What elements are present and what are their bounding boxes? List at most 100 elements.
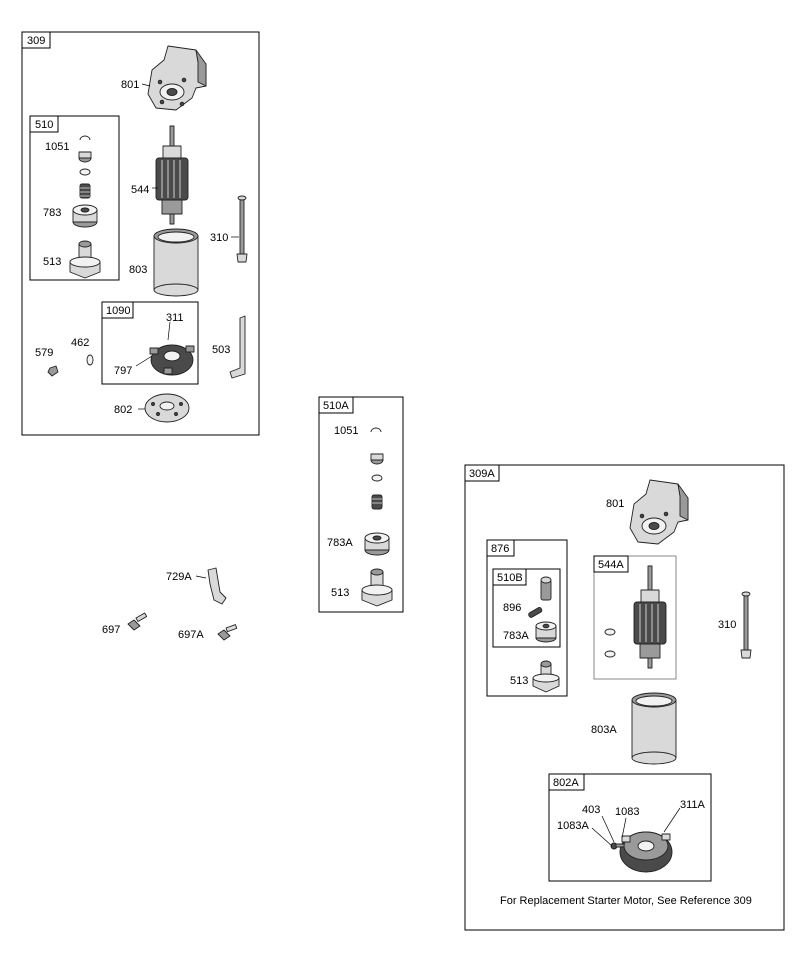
part-thrust-washer[interactable] [604, 650, 616, 658]
box-309-tag [21, 31, 51, 49]
box-309A-tag [464, 464, 500, 482]
box-510-tag [29, 115, 59, 133]
box-510B-tag [492, 568, 527, 586]
part-803-motor-housing[interactable] [153, 228, 199, 297]
leader-1083A [591, 827, 613, 847]
group-loose-parts: 729A 697 697A [102, 567, 238, 641]
label-803A: 803A [591, 724, 617, 736]
part-803A-motor-housing[interactable] [631, 692, 677, 765]
label-801: 801 [121, 79, 139, 91]
label-311A: 311A [680, 799, 706, 811]
box-802A-tag-label: 802A [553, 777, 579, 789]
part-armature[interactable] [633, 565, 667, 669]
label-503: 503 [212, 344, 230, 356]
box-510A-tag [318, 396, 354, 414]
label-783A: 783A [503, 630, 529, 642]
box-309A-tag-label: 309A [469, 468, 495, 480]
label-797: 797 [114, 365, 132, 377]
label-1051: 1051 [45, 141, 69, 153]
label-513: 513 [510, 675, 528, 687]
label-697A: 697A [178, 629, 204, 641]
box-1090-tag [101, 301, 134, 319]
part-thrust-washer[interactable] [604, 628, 616, 636]
box-802A-frame [548, 773, 712, 882]
leader-797 [135, 355, 153, 367]
part-783A-pinion-gear[interactable] [535, 621, 557, 643]
box-309-frame [21, 31, 260, 436]
leader-801 [141, 83, 151, 87]
part-washer[interactable] [79, 168, 91, 176]
leader-403 [601, 815, 615, 843]
part-783-pinion-gear[interactable] [72, 204, 98, 228]
label-896: 896 [503, 602, 521, 614]
box-309-tag-label: 309 [27, 35, 45, 47]
box-1090-frame [101, 301, 199, 385]
part-spring[interactable] [371, 494, 383, 510]
part-1083A-terminal[interactable] [610, 842, 625, 850]
box-1090-tag-label: 1090 [106, 305, 130, 317]
box-876-tag [486, 539, 515, 557]
part-stop-nut[interactable] [370, 453, 384, 465]
group-309A: 309A 801 876 510B 896 [464, 464, 785, 931]
part-801-end-cap-bracket[interactable] [629, 479, 689, 545]
label-310: 310 [718, 619, 736, 631]
part-513-drive-assembly[interactable] [361, 568, 393, 607]
part-783A-pinion-gear[interactable] [364, 532, 390, 556]
label-1083A: 1083A [557, 820, 589, 832]
part-462-washer[interactable] [86, 354, 94, 366]
label-513: 513 [331, 587, 349, 599]
part-washer[interactable] [371, 474, 383, 482]
label-697: 697 [102, 624, 120, 636]
leader-729A [195, 575, 207, 579]
part-stop-nut[interactable] [78, 151, 92, 163]
group-309: 309 801 510 1051 [21, 31, 260, 436]
part-513-drive-assembly[interactable] [69, 240, 101, 279]
part-579-nut[interactable] [47, 365, 59, 377]
box-876-frame [486, 539, 568, 697]
box-510A-frame [318, 396, 404, 613]
box-544A-tag [593, 555, 629, 573]
label-403: 403 [582, 804, 600, 816]
label-783A: 783A [327, 537, 353, 549]
part-729A-bracket[interactable] [207, 567, 227, 605]
box-544A-tag-label: 544A [598, 559, 624, 571]
box-510-frame [29, 115, 120, 281]
label-544: 544 [131, 184, 149, 196]
box-510A-tag-label: 510A [323, 400, 349, 412]
part-802-end-plate[interactable] [144, 393, 190, 423]
part-310-through-bolt[interactable] [236, 195, 248, 263]
part-310-through-bolt[interactable] [740, 591, 752, 659]
box-802A-tag [548, 773, 585, 791]
part-stop-collar[interactable] [540, 576, 552, 601]
leader-311A [663, 807, 681, 833]
leader-311 [167, 321, 171, 341]
part-896-spring[interactable] [528, 607, 543, 618]
label-1051: 1051 [334, 425, 358, 437]
part-544-armature[interactable] [155, 125, 189, 225]
leader-1083 [621, 817, 627, 839]
part-brush-plate[interactable] [149, 344, 195, 376]
box-309A-frame [464, 464, 785, 931]
box-544A-frame [593, 555, 677, 680]
part-503-strap[interactable] [229, 315, 246, 379]
box-876-tag-label: 876 [491, 543, 509, 555]
part-697A-screw[interactable] [217, 624, 238, 641]
label-310: 310 [210, 232, 228, 244]
label-802: 802 [114, 404, 132, 416]
box-510B-tag-label: 510B [497, 572, 523, 584]
part-311A-brush-end-cap[interactable] [619, 831, 673, 873]
label-311: 311 [166, 312, 184, 324]
group-510A: 510A 1051 783A 513 [318, 396, 404, 613]
label-801: 801 [606, 498, 624, 510]
part-513-drive-assembly[interactable] [532, 660, 560, 693]
part-1051-retainer-ring[interactable] [370, 427, 382, 433]
box-510-tag-label: 510 [35, 119, 53, 131]
part-697-screw[interactable] [127, 612, 148, 631]
replacement-note: For Replacement Starter Motor, See Refer… [500, 895, 752, 907]
part-1051-retainer-ring[interactable] [79, 135, 91, 141]
part-801-end-cap-bracket[interactable] [147, 45, 207, 111]
label-1083: 1083 [615, 806, 639, 818]
label-803: 803 [129, 264, 147, 276]
part-spring[interactable] [79, 183, 91, 199]
